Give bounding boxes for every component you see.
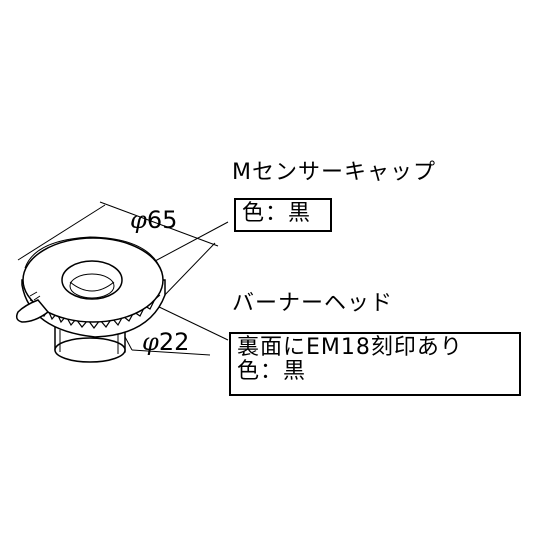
burner-head-note-line2: 色：黒 [237, 359, 307, 384]
burner-head-name: バーナーヘッド [232, 291, 394, 316]
burner-head-note-line1: 裏面にEM18刻印あり [237, 335, 463, 360]
sensor-cap-color-box: 色：黒 [234, 198, 332, 232]
diameter-symbol: φ [130, 206, 147, 234]
inner-diameter-value: 22 [158, 328, 190, 356]
outer-diameter-value: 65 [146, 206, 178, 234]
burner-head-note-box: 裏面にEM18刻印あり 色：黒 [229, 332, 521, 396]
sensor-cap [15, 236, 164, 323]
sensor-cap-name: Mセンサーキャップ [232, 160, 436, 185]
outer-dimension-lines [17, 201, 219, 301]
outer-diameter-label: φ65 [130, 208, 177, 232]
inner-diameter-label: φ22 [142, 330, 189, 354]
diameter-symbol: φ [142, 328, 159, 356]
sensor-cap-color-note: 色：黒 [242, 201, 312, 226]
